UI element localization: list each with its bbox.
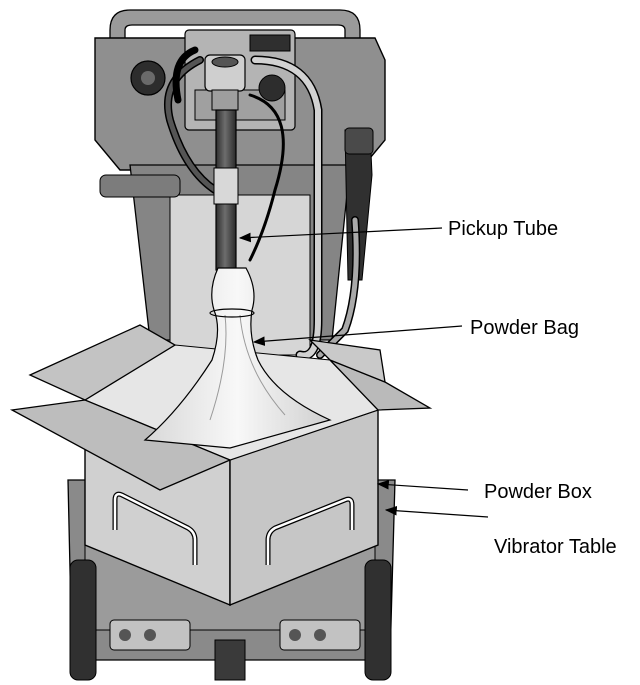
- powder-bag-drawing: [143, 267, 332, 449]
- label-powder-bag: Powder Bag: [470, 317, 579, 339]
- left-wheel: [69, 559, 97, 681]
- leader-vibrator-table: [384, 505, 489, 518]
- hoses: [164, 46, 361, 361]
- callout-vibrator-table: Vibrator Table: [384, 505, 617, 558]
- cart-handle: [109, 9, 361, 41]
- leader-pickup-tube: [238, 227, 443, 243]
- callout-pickup-tube: Pickup Tube: [238, 218, 558, 243]
- bag-body: [143, 267, 332, 449]
- side-arm: [99, 174, 181, 198]
- box-flap-back-right: [308, 339, 386, 384]
- bag-tie: [209, 308, 255, 318]
- box-flap-back-left: [28, 324, 177, 401]
- right-wheel: [364, 559, 392, 681]
- leader-powder-box: [376, 479, 469, 491]
- right-knob: [258, 74, 286, 102]
- callout-powder-bag: Powder Bag: [252, 317, 579, 346]
- label-vibrator-table: Vibrator Table: [494, 536, 617, 558]
- box-flap-left: [9, 399, 232, 491]
- label-pickup-tube: Pickup Tube: [448, 218, 558, 240]
- label-powder-box: Powder Box: [484, 481, 592, 503]
- pickup-tube-assembly: [204, 54, 246, 271]
- callouts: Pickup Tube Powder Bag Powder Box Vibrat…: [238, 218, 617, 558]
- leader-powder-bag: [252, 325, 463, 346]
- callout-powder-box: Powder Box: [376, 479, 592, 503]
